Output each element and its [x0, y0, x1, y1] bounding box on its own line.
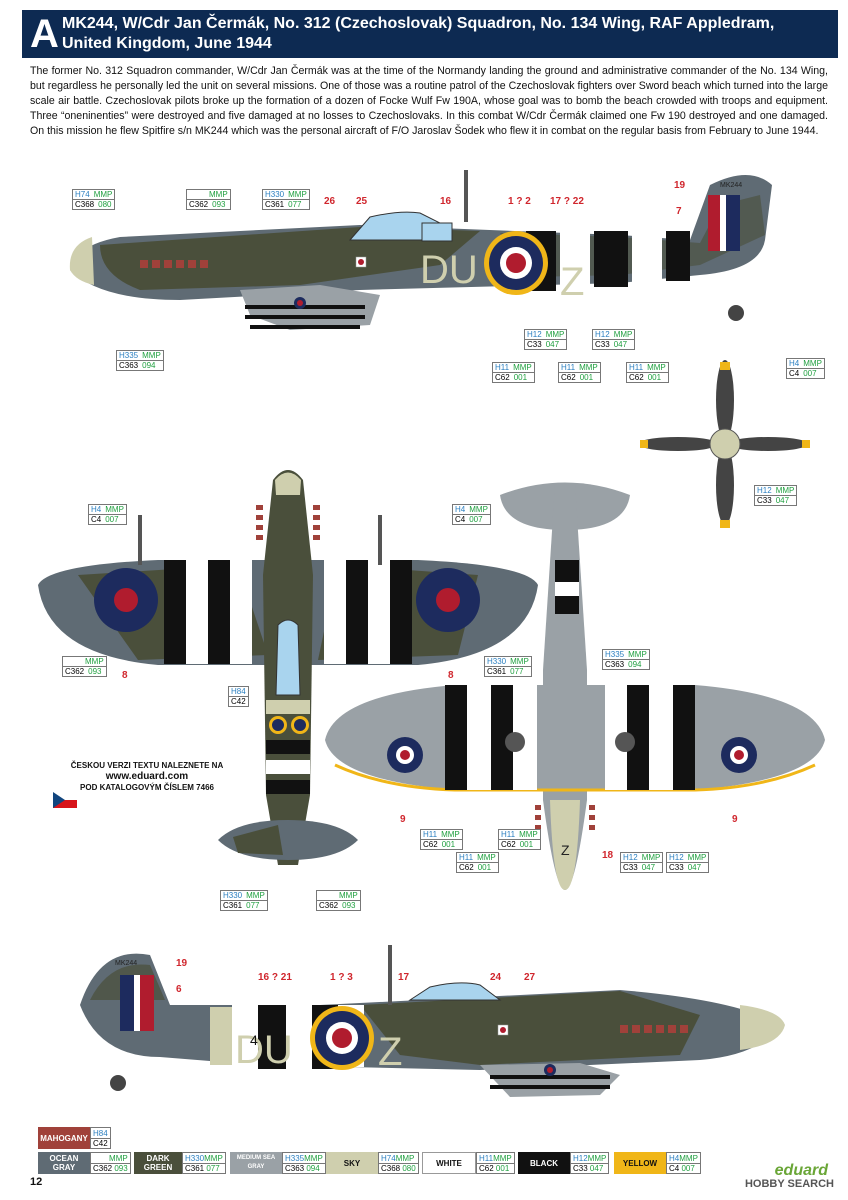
legend-swatch: YELLOW [614, 1152, 666, 1174]
code-letters-du: DU [420, 248, 478, 292]
stencil-number: 16 [440, 196, 452, 207]
stencil-number: 18 [602, 850, 614, 861]
czech-version-note: ČESKOU VERZI TEXTU NALEZNETE NA www.edua… [52, 760, 242, 793]
stencil-number: 6 [176, 984, 182, 995]
profile-letter: A [30, 12, 59, 56]
czech-flag-icon [53, 792, 77, 808]
czech-note-line2: POD KATALOGOVÝM ČÍSLEM 7466 [80, 783, 214, 792]
legend-swatch: SKY [326, 1152, 378, 1174]
fuselage-number: 4 [250, 1032, 258, 1048]
stencil-number: 16 ? 21 [258, 972, 292, 983]
stencil-number: 1 ? 2 [508, 196, 531, 207]
code-letter-z: Z [560, 260, 584, 304]
legend-swatch: WHITE [422, 1152, 476, 1174]
stencil-number: 9 [732, 814, 738, 825]
stencil-number: 25 [356, 196, 368, 207]
stencil-number: 1 ? 3 [330, 972, 353, 983]
eduard-logo: eduard [774, 1162, 828, 1179]
left-side-view: DU Z MK244 [69, 170, 772, 330]
serial-number: MK244 [720, 182, 742, 189]
serial-number-right: MK244 [115, 960, 137, 967]
underside-view: Z [325, 482, 825, 890]
stencil-number: 27 [524, 972, 536, 983]
legend-swatch: MEDIUM SEA GRAY [230, 1152, 282, 1174]
right-side-view: DU Z 4 MK244 [80, 945, 785, 1097]
stencil-number: 24 [490, 972, 502, 983]
under-letter-z: Z [561, 842, 570, 858]
legend-swatch: OCEAN GRAY [38, 1152, 90, 1174]
czech-note-url[interactable]: www.eduard.com [105, 771, 189, 782]
stencil-number: 19 [674, 180, 686, 191]
profile-header: A MK244, W/Cdr Jan Čermák, No. 312 (Czec… [22, 10, 838, 58]
page-number: 12 [30, 1176, 43, 1188]
stencil-number: 19 [176, 958, 188, 969]
hobby-search-watermark: HOBBY SEARCH [744, 1178, 834, 1190]
code-letter-z-right: Z [378, 1030, 402, 1074]
top-view [38, 470, 538, 865]
code-letters-du-right: DU [235, 1028, 293, 1072]
stencil-number: 8 [448, 670, 454, 681]
profile-title: MK244, W/Cdr Jan Čermák, No. 312 (Czecho… [62, 15, 775, 52]
stencil-number: 17 ? 22 [550, 196, 584, 207]
legend-swatch: BLACK [518, 1152, 570, 1174]
stencil-number: 7 [676, 206, 682, 217]
stencil-number: 17 [398, 972, 410, 983]
stencil-number: 26 [324, 196, 336, 207]
propeller-view [640, 360, 810, 528]
profile-description: The former No. 312 Squadron commander, W… [30, 65, 828, 137]
stencil-number: 8 [122, 670, 128, 681]
legend-swatch: MAHOGANY [38, 1127, 90, 1149]
stencil-number: 9 [400, 814, 406, 825]
czech-note-line1: ČESKOU VERZI TEXTU NALEZNETE NA [70, 761, 224, 770]
legend-swatch: DARK GREEN [134, 1152, 182, 1174]
